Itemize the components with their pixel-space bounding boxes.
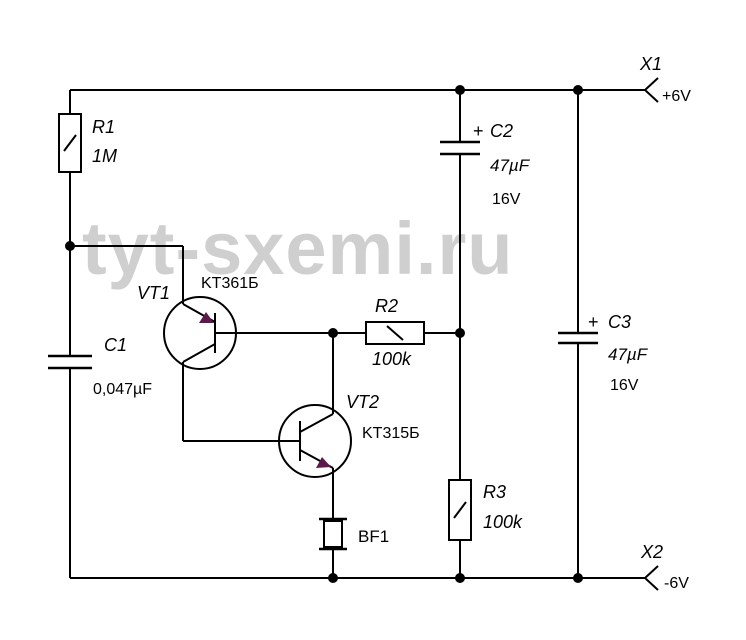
vt2-part: KT315Б <box>362 425 420 442</box>
junction-dot <box>455 573 465 583</box>
resistor-r1 <box>58 113 82 173</box>
junction-dot <box>573 85 583 95</box>
junction-dots <box>65 85 583 583</box>
c2-polarity: + <box>473 121 484 141</box>
c1-value: 0,047µF <box>93 381 152 398</box>
c1-ref: C1 <box>104 335 127 355</box>
r2-value: 100k <box>372 349 412 369</box>
junction-dot <box>573 573 583 583</box>
r3-ref: R3 <box>483 482 506 502</box>
junction-dot <box>455 85 465 95</box>
vt1-ref: VT1 <box>137 283 170 303</box>
c2-voltage: 16V <box>492 191 521 208</box>
vt2-emitter-arrow <box>316 457 331 468</box>
terminal-x2 <box>643 565 659 591</box>
r1-value: 1M <box>92 146 117 166</box>
capacitor-c3 <box>558 331 598 345</box>
junction-dot <box>328 328 338 338</box>
c3-value: 47µF <box>608 345 649 364</box>
c2-value: 47µF <box>490 156 531 175</box>
buzzer-bf1 <box>319 517 347 551</box>
r2-ref: R2 <box>375 296 398 316</box>
vt1-emitter-arrow <box>199 312 214 323</box>
r3-value: 100k <box>483 512 523 532</box>
vt2-ref: VT2 <box>346 392 379 412</box>
watermark: tyt-sxemi.ru <box>82 207 513 290</box>
junction-dot <box>65 241 75 251</box>
junction-dot <box>455 328 465 338</box>
transistor-vt2 <box>278 404 352 478</box>
c3-polarity: + <box>588 312 599 332</box>
resistor-r3 <box>448 479 472 541</box>
x2-ref: X2 <box>640 542 663 562</box>
c3-ref: C3 <box>608 312 631 332</box>
c2-ref: C2 <box>490 121 513 141</box>
c3-voltage: 16V <box>610 377 639 394</box>
capacitor-c1 <box>48 354 92 370</box>
bf1-ref: BF1 <box>358 527 389 546</box>
vt1-part: KT361Б <box>201 275 259 292</box>
capacitor-c2 <box>440 140 480 156</box>
junction-dot <box>328 573 338 583</box>
wires <box>69 89 645 579</box>
x1-ref: X1 <box>639 54 662 74</box>
x2-voltage: -6V <box>664 575 689 592</box>
x1-voltage: +6V <box>662 88 691 105</box>
terminal-x1 <box>643 77 659 103</box>
r1-ref: R1 <box>92 117 115 137</box>
resistor-r2 <box>365 321 425 345</box>
